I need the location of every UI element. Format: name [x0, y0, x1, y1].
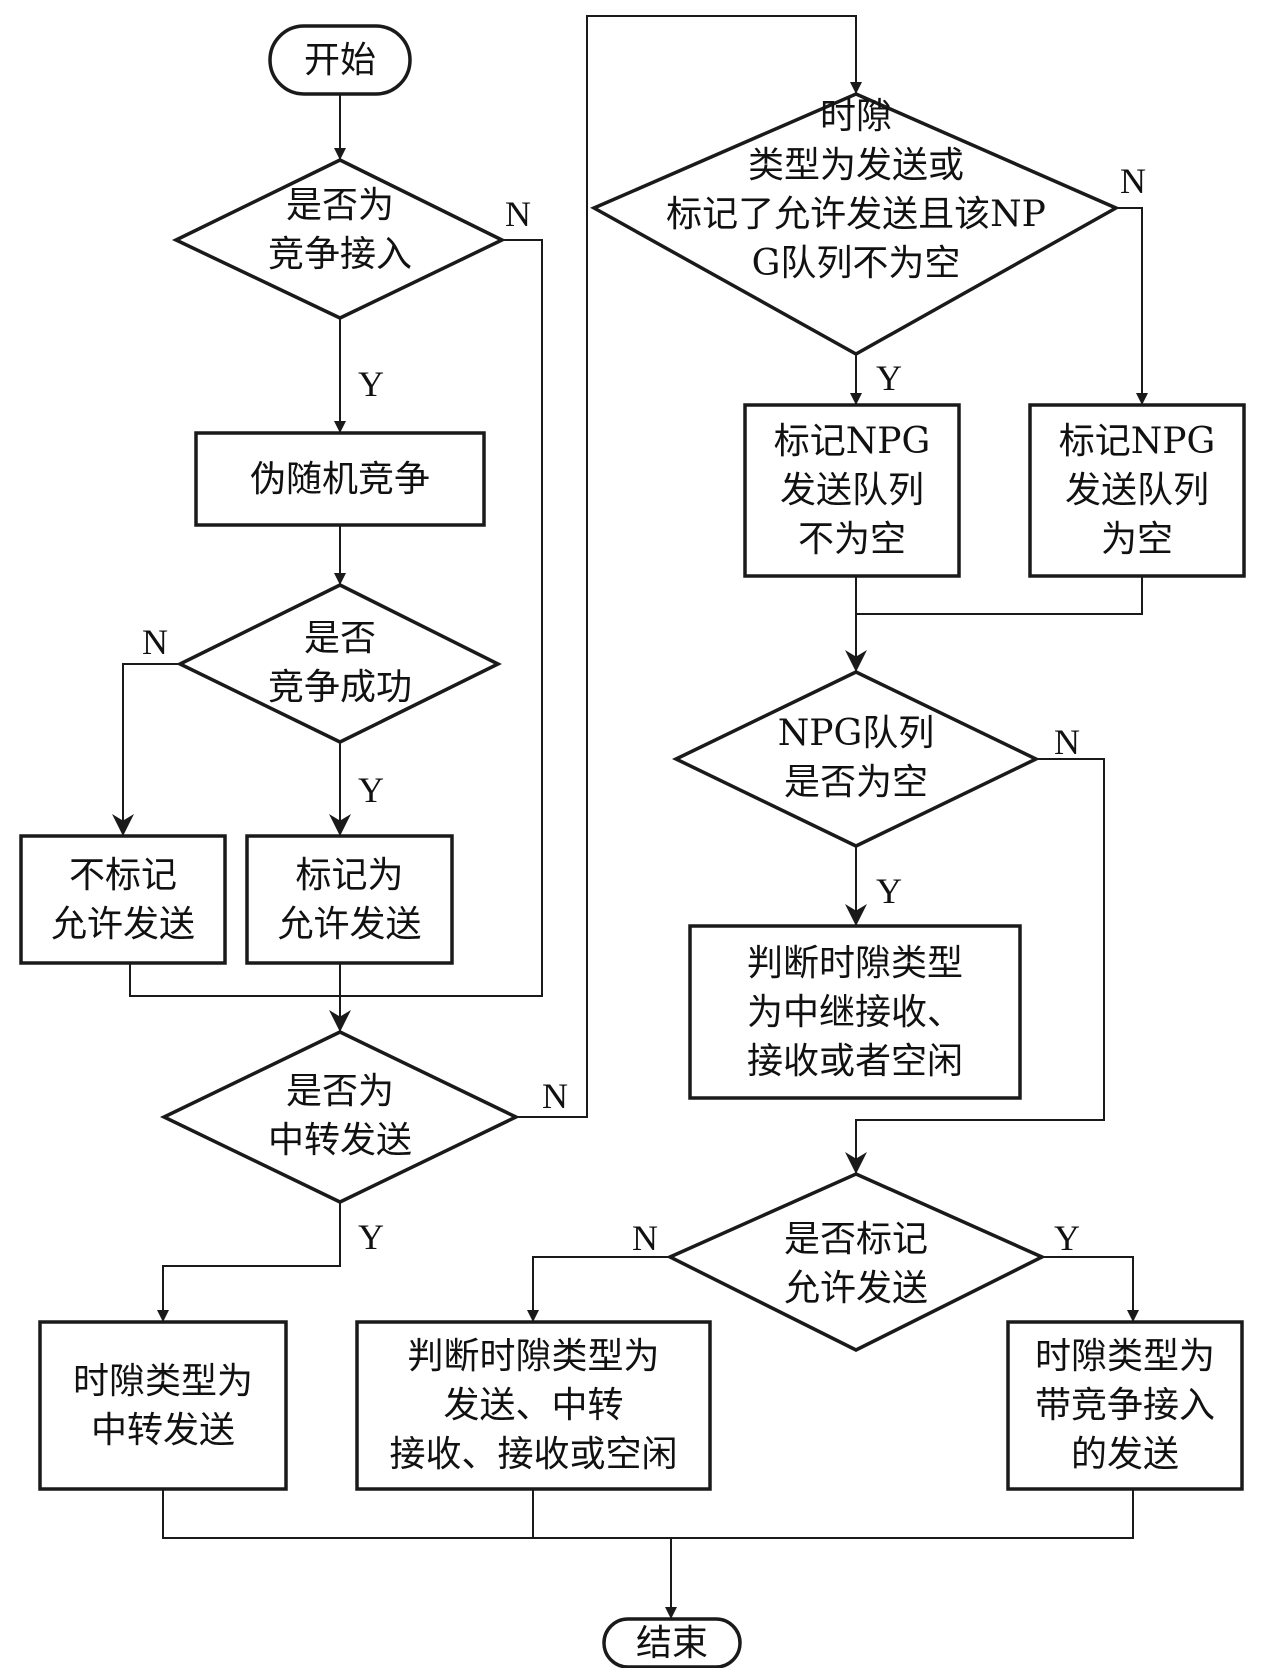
relay-send-label-line-1: 是否为	[285, 1071, 394, 1112]
contention-access-label: 是否为竞争接入	[226, 181, 454, 279]
judge-slot-left-label-line-3: 接收、接收或空闲	[389, 1434, 678, 1475]
success-no-label: N	[142, 622, 168, 662]
contention-success-label-line-1: 是否	[303, 618, 376, 659]
relay-no-arrow	[516, 15, 862, 1118]
contention-yes-label: Y	[358, 364, 384, 404]
contention-access-label-line-1: 是否为	[285, 185, 394, 226]
pseudo-random-contention-label-line-1: 伪随机竞争	[249, 458, 430, 500]
contention-success-label-line-2: 竞争成功	[267, 667, 412, 708]
contention-access-label-line-2: 竞争接入	[267, 234, 412, 275]
relay-yes-label: Y	[358, 1217, 384, 1257]
judge-slot-mid-label-line-2: 为中继接收、	[746, 991, 963, 1033]
pseudo-random-contention-label: 伪随机竞争	[196, 433, 484, 525]
judge-slot-left-label-line-2: 发送、中转	[443, 1385, 624, 1426]
npg-not-empty-label: 标记NPG 发送队列不为空	[745, 405, 959, 576]
start-label-line-1: 开始	[303, 39, 376, 81]
npg-not-empty-label-line-2: 发送队列	[779, 470, 924, 511]
relay-no-label: N	[542, 1076, 568, 1116]
bottom-merge-line	[162, 1489, 1134, 1539]
npg-queue-empty-label-line-1: NPG队列	[777, 713, 935, 754]
slot-type-label-line-2: 类型为发送或	[747, 145, 964, 186]
end-label: 结束	[604, 1619, 740, 1667]
mark-allowed-label: 标记为允许发送	[247, 836, 452, 963]
contention-send-box	[1006, 1320, 1244, 1491]
slot-type-label-line-3: 标记了允许发送且该NP	[666, 194, 1046, 235]
judge-slot-left-label: 判断时隙类型为发送、中转接收、接收或空闲	[357, 1322, 710, 1489]
relay-slot-label-line-1: 时隙类型为	[72, 1360, 253, 1402]
mark-yes-label: Y	[1054, 1218, 1080, 1258]
contention-send-label: 时隙类型为带竞争接入的发送	[1008, 1322, 1242, 1489]
judge-slot-left-box	[355, 1320, 712, 1491]
relay-slot-label-line-2: 中转发送	[90, 1409, 235, 1451]
slot-type-label-line-1: 时隙	[819, 96, 892, 137]
success-yes-label: Y	[358, 770, 384, 810]
mark-allowed-box	[245, 834, 454, 965]
success-no-arrow	[112, 663, 180, 836]
mark-allowed-decision-label: 是否标记允许发送	[741, 1215, 971, 1313]
mark-no-arrow	[527, 1256, 670, 1322]
contention-send-label-line-1: 时隙类型为	[1034, 1336, 1215, 1377]
npg-queue-empty-label-line-2: 是否为空	[783, 762, 928, 803]
npg-empty-label-line-2: 发送队列	[1064, 470, 1209, 511]
npg-not-empty-label-line-3: 不为空	[797, 519, 906, 560]
npg-empty-label-line-1: 标记NPG	[1058, 421, 1216, 462]
judge-slot-mid-box	[688, 924, 1022, 1100]
npg-empty-label-line-3: 为空	[1100, 519, 1173, 560]
no-mark-label-line-2: 允许发送	[50, 903, 195, 945]
slot-no-arrow	[1116, 207, 1148, 405]
slot-no-label: N	[1120, 161, 1146, 201]
npg-empty-label: 标记NPG 发送队列为空	[1030, 405, 1244, 576]
npg-no-label: N	[1054, 722, 1080, 762]
no-mark-label: 不标记允许发送	[21, 836, 225, 963]
pseudo-random-contention-box	[194, 431, 486, 527]
mark-allowed-label-line-1: 标记为	[295, 854, 404, 896]
mark-yes-arrow	[1042, 1256, 1139, 1322]
mark-allowed-decision-label-line-2: 允许发送	[783, 1268, 928, 1309]
relay-yes-arrow	[157, 1202, 341, 1322]
mark-allowed-decision-label-line-1: 是否标记	[783, 1219, 928, 1260]
judge-slot-mid-label-line-1: 判断时隙类型	[746, 942, 963, 984]
relay-send-label-line-2: 中转发送	[267, 1120, 412, 1161]
slot-yes-label: Y	[876, 358, 902, 398]
no-mark-box	[19, 834, 227, 965]
contention-send-label-line-3: 的发送	[1070, 1434, 1179, 1475]
npg-not-empty-label-line-1: 标记NPG	[773, 421, 931, 462]
npg-queue-empty-label: NPG队列是否为空	[741, 709, 971, 807]
mark-allowed-decision	[665, 1172, 1047, 1352]
npg-no-arrow	[845, 758, 1105, 1174]
judge-slot-mid-label: 判断时隙类型为中继接收、接收或者空闲	[690, 926, 1020, 1098]
mark-allowed-label-line-2: 允许发送	[277, 903, 422, 945]
contention-send-label-line-2: 带竞争接入	[1034, 1385, 1215, 1426]
npg-empty-merge-line	[856, 576, 1143, 615]
no-mark-to-merge-line	[129, 963, 340, 997]
slot-type-label: 时隙类型为发送或标记了允许发送且该NP G队列不为空	[630, 92, 1082, 288]
relay-send-label: 是否为中转发送	[226, 1067, 454, 1165]
relay-slot-label: 时隙类型为中转发送	[40, 1322, 286, 1489]
npg-empty-box	[1028, 403, 1246, 578]
judge-slot-left-label-line-1: 判断时隙类型为	[407, 1336, 660, 1377]
contention-no-line	[340, 239, 543, 997]
contention-no-label: N	[505, 194, 531, 234]
end-label-line-1: 结束	[635, 1622, 708, 1664]
start-label: 开始	[270, 26, 410, 94]
judge-slot-mid-label-line-3: 接收或者空闲	[746, 1040, 963, 1082]
mark-no-label: N	[632, 1218, 658, 1258]
slot-type-label-line-4: G队列不为空	[751, 243, 961, 284]
relay-slot-box	[38, 1320, 288, 1491]
npg-not-empty-box	[743, 403, 961, 578]
npg-yes-label: Y	[876, 871, 902, 911]
no-mark-label-line-1: 不标记	[68, 854, 177, 896]
contention-success-label: 是否竞争成功	[226, 614, 454, 712]
